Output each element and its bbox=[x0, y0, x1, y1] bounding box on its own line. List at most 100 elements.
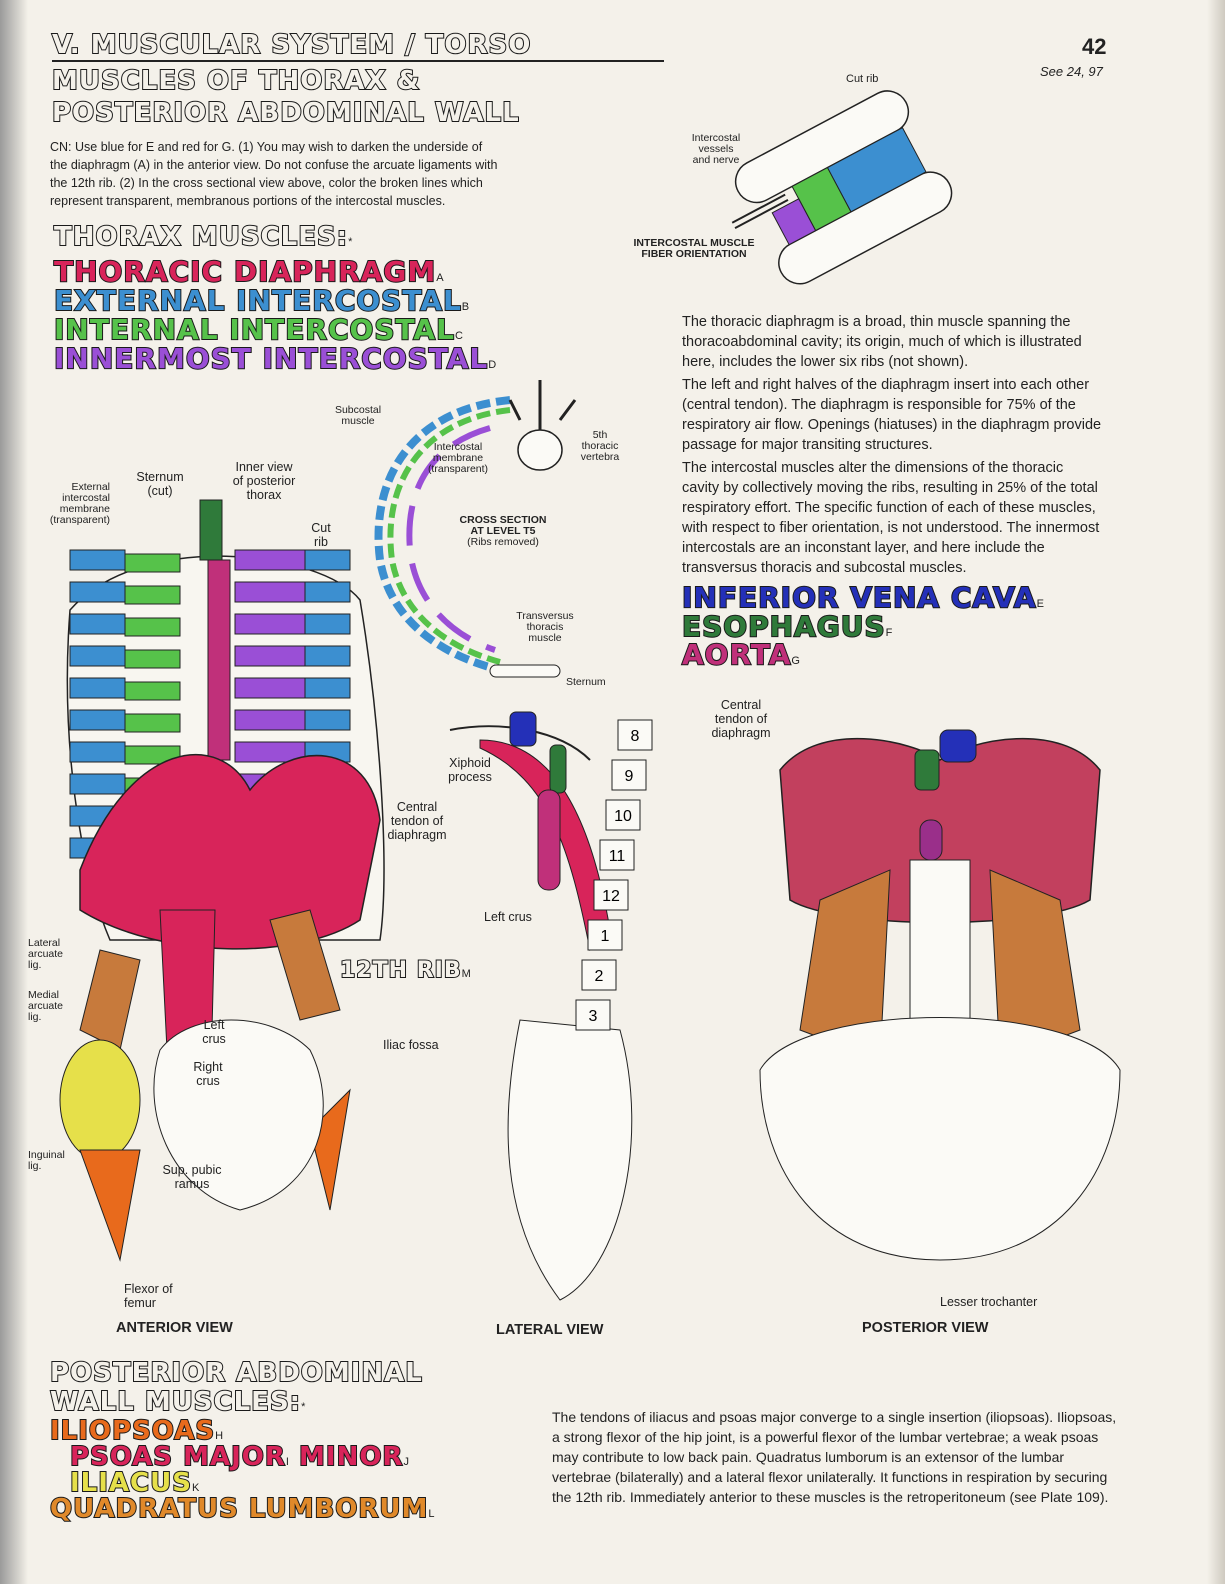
posterior-wall-paragraph: The tendons of iliacus and psoas major c… bbox=[552, 1409, 1117, 1505]
internal-intercostal-band bbox=[124, 681, 181, 701]
external-intercostal-band bbox=[69, 677, 126, 699]
external-intercostal-band bbox=[304, 549, 351, 571]
legend-aorta: AORTAG bbox=[681, 637, 800, 672]
legend-quadratus-lumborum: QUADRATUS LUMBORUML bbox=[49, 1493, 435, 1525]
cross-section-sternum-label: Sternum bbox=[566, 676, 606, 688]
coloring-note-line: the 12th rib. (2) In the cross sectional… bbox=[50, 176, 483, 190]
legend-inferior-vena-cava: INFERIOR VENA CAVAE bbox=[681, 580, 1044, 615]
vertebra-number: 8 bbox=[631, 728, 640, 745]
legend-thoracic-diaphragm: THORACIC DIAPHRAGMA bbox=[53, 254, 444, 289]
external-intercostal-band bbox=[69, 581, 126, 603]
intercostal-fiber-illustration bbox=[731, 90, 953, 285]
page-edge-shadow bbox=[1207, 0, 1225, 1584]
vertebra-body bbox=[587, 919, 623, 951]
section-heading: V. MUSCULAR SYSTEM / TORSO bbox=[51, 29, 532, 61]
vertebra-body bbox=[617, 719, 653, 751]
vertebra-number: 10 bbox=[614, 808, 632, 825]
coloring-note-line: the diaphragm (A) in the anterior view. … bbox=[50, 158, 498, 172]
internal-intercostal-band bbox=[124, 745, 181, 765]
vertebra-number: 9 bbox=[625, 768, 634, 785]
coloring-note-line: represent transparent, membranous portio… bbox=[50, 194, 446, 208]
vertebra-body bbox=[575, 999, 611, 1031]
see-also-reference: See 24, 97 bbox=[1040, 64, 1103, 79]
external-intercostal-band bbox=[304, 581, 351, 603]
vertebra-body bbox=[599, 839, 635, 871]
external-intercostal-band bbox=[304, 709, 351, 731]
external-intercostal-band bbox=[69, 773, 126, 795]
posterior-view-illustration bbox=[759, 729, 1121, 1261]
twelfth-rib-heading: 12TH RIBM bbox=[339, 957, 471, 984]
section-underline bbox=[52, 60, 664, 62]
iliac-fossa-label: Iliac fossa bbox=[383, 1038, 439, 1052]
legend-psoas-major-minor: PSOAS MAJORI MINORJ bbox=[69, 1441, 409, 1473]
internal-intercostal-band bbox=[124, 553, 181, 573]
external-intercostal-band bbox=[304, 613, 351, 635]
innermost-intercostal-band bbox=[234, 549, 306, 571]
external-intercostal-band bbox=[69, 741, 126, 763]
legend-iliopsoas: ILIOPSOASH bbox=[49, 1415, 224, 1447]
coloring-notes: CN: Use blue for E and red for G. (1) Yo… bbox=[50, 138, 580, 210]
internal-intercostal-band bbox=[124, 585, 181, 605]
vertebra-body bbox=[581, 959, 617, 991]
legend-external-intercostal: EXTERNAL INTERCOSTALB bbox=[53, 283, 470, 318]
external-intercostal-band bbox=[304, 645, 351, 667]
external-intercostal-band bbox=[69, 613, 126, 635]
vertebra-body bbox=[593, 879, 629, 911]
vertebra-number: 12 bbox=[602, 888, 620, 905]
internal-intercostal-band bbox=[124, 617, 181, 637]
posterior-wall-heading-line1: POSTERIOR ABDOMINAL bbox=[49, 1357, 423, 1389]
external-intercostal-band bbox=[69, 549, 126, 571]
innermost-intercostal-band bbox=[234, 709, 306, 731]
coloring-note-line: CN: Use blue for E and red for G. (1) Yo… bbox=[50, 140, 483, 154]
vertebra-number: 11 bbox=[609, 848, 626, 865]
sternum-cut-label: Sternum(cut) bbox=[136, 470, 184, 498]
lateral-view-caption: LATERAL VIEW bbox=[496, 1322, 604, 1338]
posterior-wall-heading-line2: WALL MUSCLES:* bbox=[49, 1386, 306, 1418]
cross-section-illustration bbox=[374, 380, 577, 678]
anterior-view-caption: ANTERIOR VIEW bbox=[116, 1320, 233, 1336]
page-title-line2: POSTERIOR ABDOMINAL WALL bbox=[51, 97, 520, 129]
page-number: 42 bbox=[1082, 34, 1107, 59]
vertebra-body bbox=[611, 759, 647, 791]
intercostal-paragraph: The intercostal muscles alter the dimens… bbox=[682, 460, 1100, 576]
innermost-intercostal-band bbox=[234, 677, 306, 699]
legend-esophagus: ESOPHAGUSF bbox=[681, 609, 893, 644]
innermost-intercostal-band bbox=[234, 581, 306, 603]
innermost-intercostal-band bbox=[234, 645, 306, 667]
lesser-trochanter-label: Lesser trochanter bbox=[940, 1295, 1038, 1309]
vertebra-number: 2 bbox=[595, 968, 604, 985]
external-intercostal-band bbox=[69, 709, 126, 731]
vertebra-number: 3 bbox=[589, 1008, 598, 1025]
anterior-view-illustration bbox=[59, 499, 385, 1262]
external-intercostal-band bbox=[69, 645, 126, 667]
legend-innermost-intercostal: INNERMOST INTERCOSTALD bbox=[53, 341, 497, 376]
internal-intercostal-band bbox=[124, 649, 181, 669]
lateral-left-crus-label: Left crus bbox=[484, 910, 532, 924]
legend-internal-intercostal: INTERNAL INTERCOSTALC bbox=[53, 312, 463, 347]
diaphragm-paragraph: The thoracic diaphragm is a broad, thin … bbox=[682, 314, 1082, 370]
thorax-muscles-heading: THORAX MUSCLES:* bbox=[53, 221, 353, 253]
vertebra-number: 1 bbox=[601, 928, 610, 945]
fiber-cut-rib-label: Cut rib bbox=[846, 73, 879, 85]
innermost-intercostal-band bbox=[234, 613, 306, 635]
page-title-line1: MUSCLES OF THORAX & bbox=[51, 65, 421, 97]
